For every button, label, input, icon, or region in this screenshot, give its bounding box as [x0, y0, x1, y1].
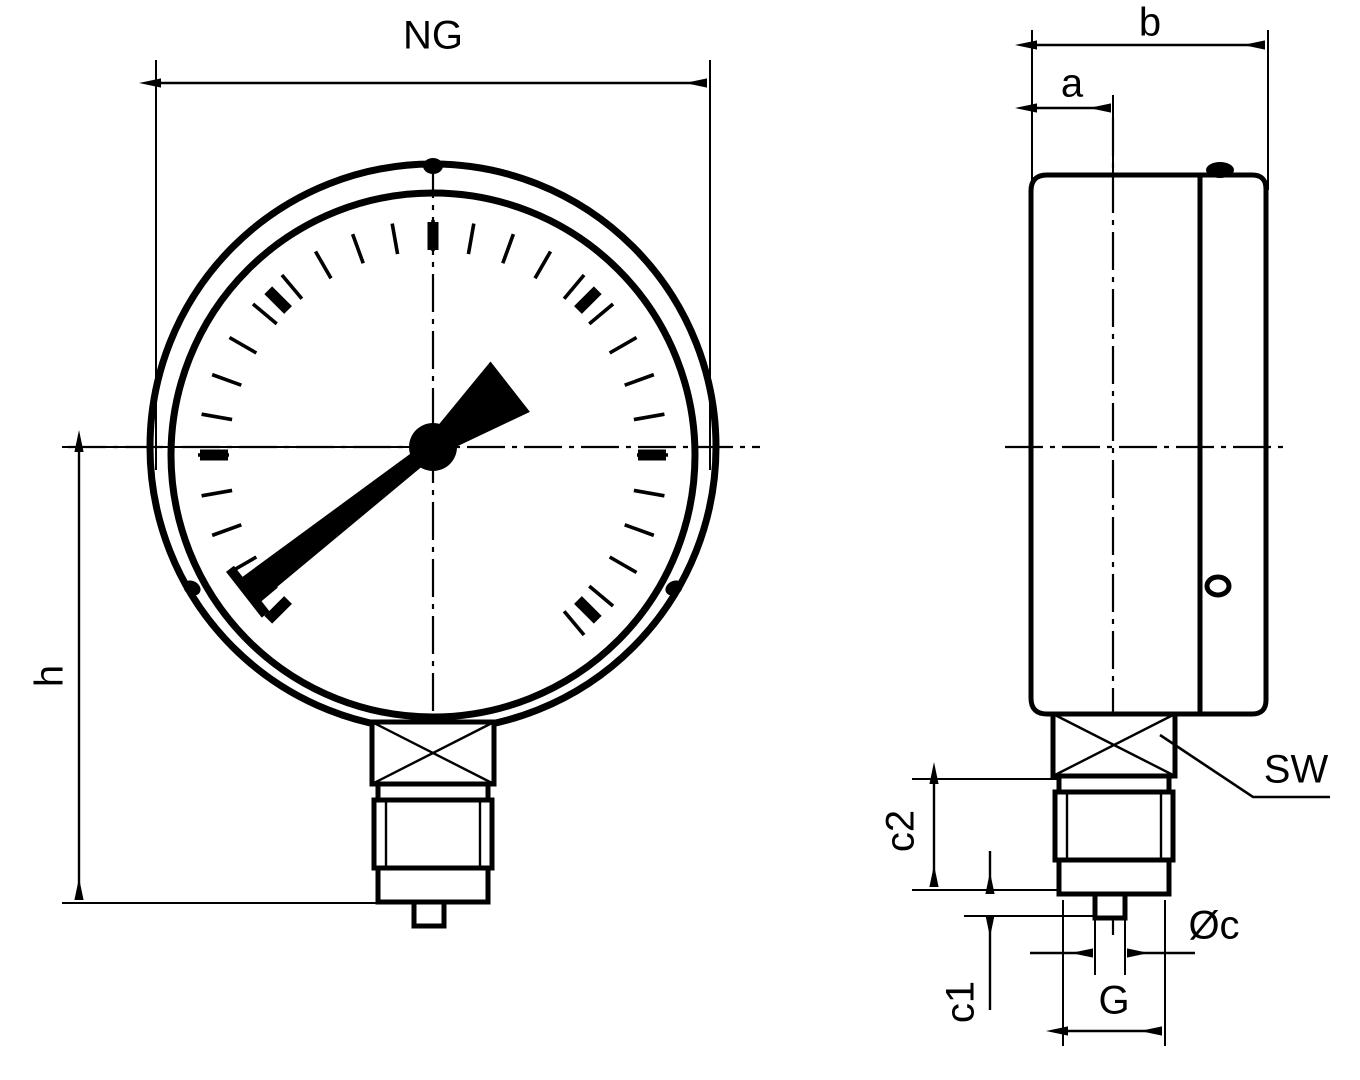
side-spigot-pin [1092, 891, 1128, 921]
front-hex-nut [369, 719, 497, 787]
side-hex-cross-2 [1052, 712, 1176, 778]
side-spigot-thread-body [1052, 789, 1176, 863]
ng-label: NG [403, 14, 463, 58]
dimension-c2: c2 [879, 762, 1060, 891]
spigot-pin [411, 899, 447, 929]
dimension-g: G [1046, 900, 1166, 1046]
dial-scale [198, 220, 668, 637]
a-label: a [1061, 62, 1084, 106]
phic-label: Øc [1188, 904, 1239, 948]
side-hex-nut [1050, 711, 1178, 779]
dimension-b: b [1015, 1, 1269, 190]
c2-label: c2 [879, 810, 923, 852]
dial-major-ticks [200, 222, 666, 624]
dimension-phi-c: Øc [1030, 900, 1240, 975]
vent-plug-icon [1206, 162, 1234, 178]
dial-pointer [226, 361, 530, 618]
bezel-ring-outline [1193, 172, 1269, 717]
spigot-base-flange [375, 865, 491, 905]
dimension-c1: c1 [939, 851, 1095, 1023]
spigot-thread-body [371, 797, 495, 871]
dimension-h: h [28, 430, 432, 904]
c1-label: c1 [939, 981, 983, 1023]
hex-nut-cross-2 [371, 720, 495, 786]
side-threaded-spigot [1052, 773, 1176, 921]
sw-callout: SW [1159, 733, 1330, 799]
pointer-zero-mark [226, 565, 270, 618]
front-view: NG h [28, 14, 760, 929]
side-centre-lines [1005, 118, 1290, 935]
sw-leader-line [1159, 733, 1330, 799]
side-spigot-base-flange [1056, 857, 1172, 897]
front-threaded-spigot [371, 781, 495, 929]
b-label: b [1139, 1, 1161, 45]
side-case-body [1028, 172, 1203, 717]
case-lug-right [665, 580, 683, 596]
h-label: h [28, 665, 72, 687]
case-body-outline [1028, 172, 1203, 717]
side-view: b a SW [879, 1, 1330, 1046]
pointer-blade [240, 440, 438, 602]
pointer-hub [409, 423, 457, 471]
g-label: G [1098, 979, 1129, 1023]
sw-label: SW [1264, 748, 1329, 792]
pointer-tail [426, 361, 530, 455]
bezel-screw-icon [1204, 574, 1232, 598]
case-lug-left [183, 580, 201, 596]
side-bezel-ring [1193, 162, 1269, 717]
